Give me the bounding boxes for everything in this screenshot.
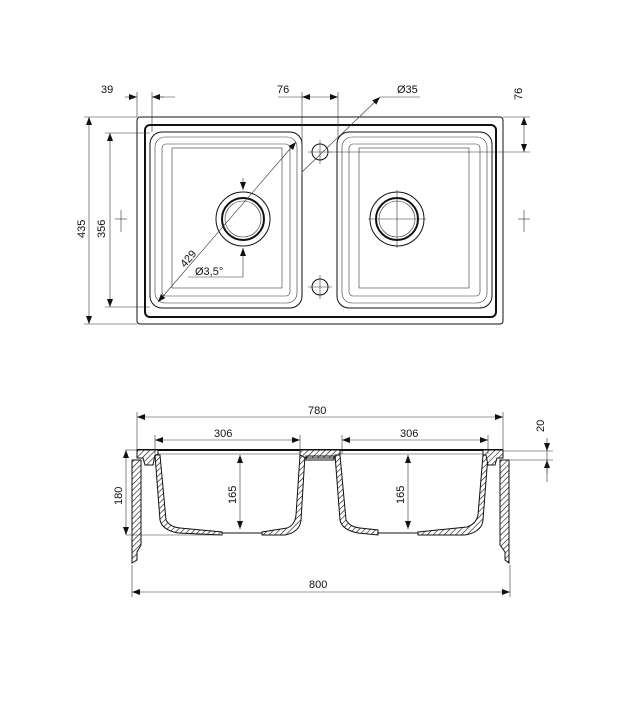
dim-356: 356 (96, 220, 108, 238)
section-view: 780 306 306 20 180 165 165 (113, 405, 553, 597)
dim-39: 39 (101, 84, 113, 96)
left-drain (215, 191, 271, 247)
right-drain (368, 190, 426, 248)
left-rim-section (136, 449, 159, 466)
dim-306-right: 306 (400, 428, 418, 440)
right-bowl (336, 131, 493, 309)
dim-20: 20 (535, 420, 547, 432)
dim-tap-hole: Ø35 (397, 84, 418, 96)
sink-outline (136, 116, 504, 325)
dim-800: 800 (309, 579, 327, 591)
left-counter-section (131, 459, 142, 564)
dim-76-top: 76 (277, 84, 289, 96)
sink-rim (144, 124, 497, 318)
dim-slope: Ø3,5° (195, 266, 223, 278)
dim-76-right: 76 (513, 88, 525, 100)
left-bowl (149, 131, 303, 309)
top-view: 39 76 Ø35 76 435 356 429 (76, 84, 530, 325)
right-counter-section (499, 459, 510, 564)
dim-180: 180 (113, 487, 125, 505)
right-bowl-section (334, 454, 379, 536)
dim-435: 435 (76, 220, 88, 238)
dim-306-left: 306 (214, 428, 232, 440)
dim-165-right: 165 (395, 486, 407, 504)
left-bowl-section (154, 454, 223, 536)
dimensions-top: 39 76 Ø35 76 435 356 429 (76, 84, 530, 325)
dimensions-section: 780 306 306 20 180 165 165 (113, 405, 553, 597)
dim-780: 780 (308, 405, 326, 417)
dim-165-left: 165 (227, 486, 239, 504)
